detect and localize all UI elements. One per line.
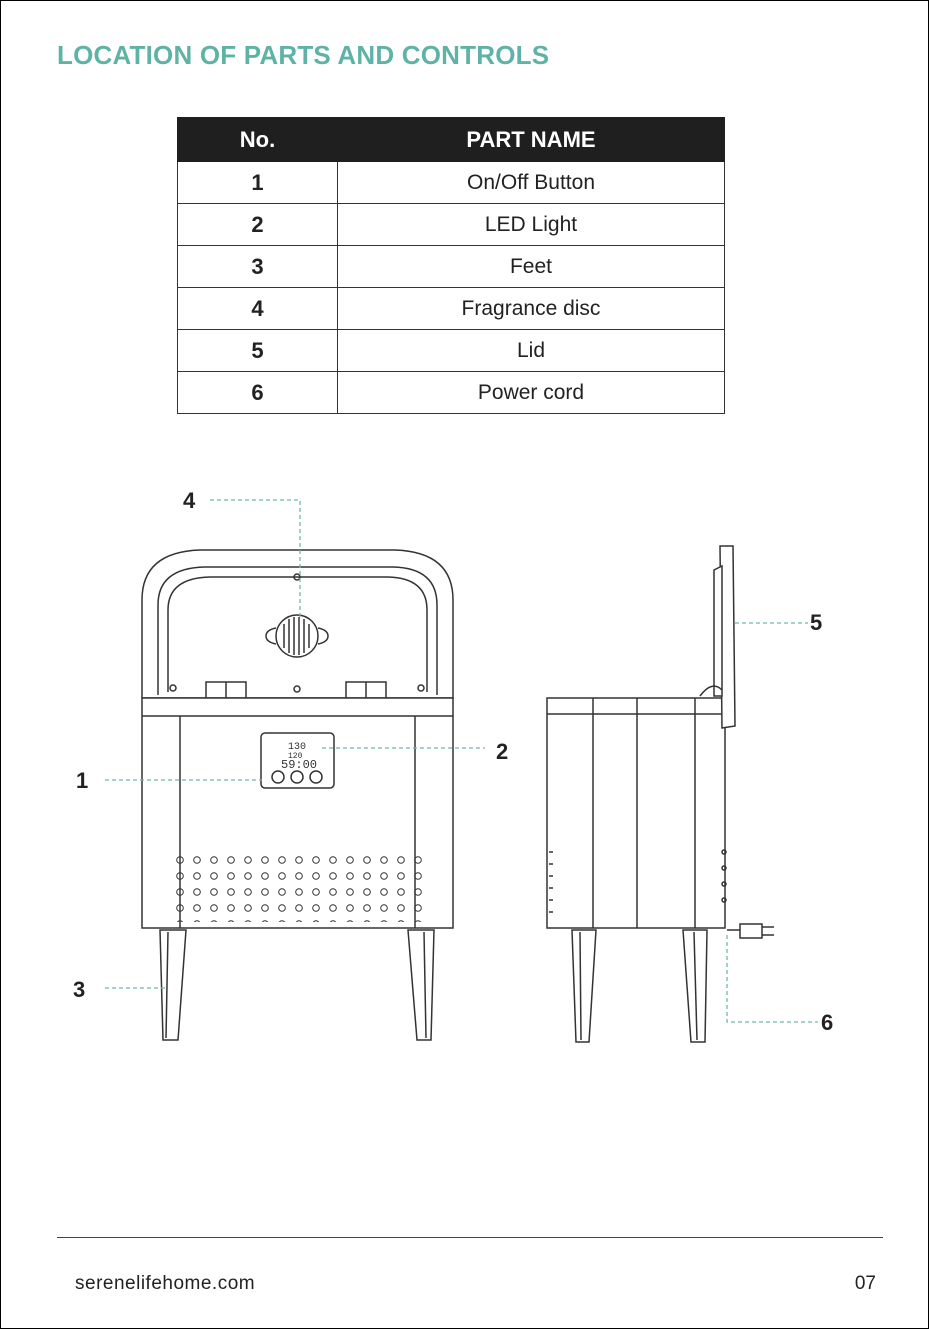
table-row: 3 Feet [178, 246, 725, 288]
footer-website: serenelifehome.com [75, 1273, 255, 1295]
row-number: 3 [178, 246, 338, 288]
row-part-name: Feet [338, 246, 725, 288]
row-number: 5 [178, 330, 338, 372]
row-number: 4 [178, 288, 338, 330]
row-number: 1 [178, 162, 338, 204]
table-row: 1 On/Off Button [178, 162, 725, 204]
table-row: 5 Lid [178, 330, 725, 372]
column-header-no: No. [178, 118, 338, 162]
callout-5: 5 [810, 610, 822, 635]
callout-6: 6 [821, 1010, 833, 1035]
led-display-time: 59:00 [281, 758, 317, 772]
page-title: LOCATION OF PARTS AND CONTROLS [57, 40, 549, 71]
footer-divider [57, 1237, 883, 1238]
row-part-name: On/Off Button [338, 162, 725, 204]
table-row: 4 Fragrance disc [178, 288, 725, 330]
parts-table: No. PART NAME 1 On/Off Button 2 LED Ligh… [177, 117, 725, 414]
callout-4: 4 [183, 488, 196, 513]
row-part-name: Fragrance disc [338, 288, 725, 330]
table-header-row: No. PART NAME [178, 118, 725, 162]
row-part-name: LED Light [338, 204, 725, 246]
row-part-name: Power cord [338, 372, 725, 414]
page-number: 07 [855, 1273, 876, 1295]
front-view [142, 550, 453, 1040]
table-row: 2 LED Light [178, 204, 725, 246]
callout-1: 1 [76, 768, 88, 793]
callout-3: 3 [73, 977, 85, 1002]
callout-2: 2 [496, 739, 508, 764]
product-diagram: 130 120 59:00 [0, 470, 929, 1070]
power-plug-icon [727, 924, 774, 938]
row-number: 6 [178, 372, 338, 414]
row-part-name: Lid [338, 330, 725, 372]
row-number: 2 [178, 204, 338, 246]
side-view [547, 546, 774, 1042]
table-row: 6 Power cord [178, 372, 725, 414]
column-header-part-name: PART NAME [338, 118, 725, 162]
